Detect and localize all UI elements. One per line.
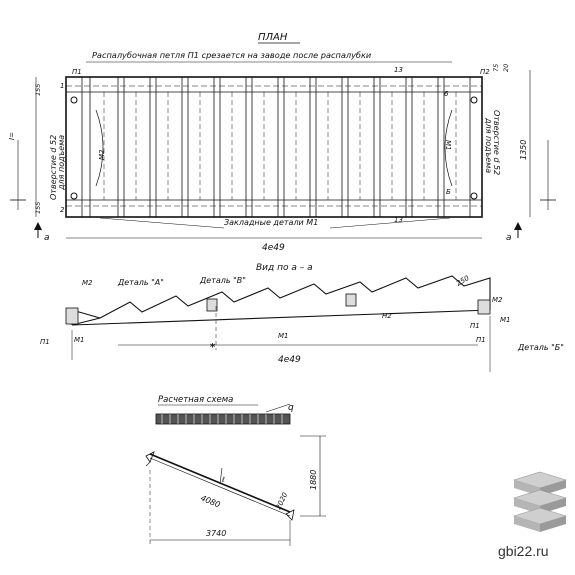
section-detail-b: Деталь "В" — [199, 276, 246, 285]
section-mark: М1 — [74, 336, 85, 344]
plan-slab-outline — [65, 76, 483, 218]
calc-height: 1880 — [309, 470, 318, 490]
lifting-hole-icon — [470, 192, 478, 200]
calc-span-horizontal: 3740 — [206, 529, 226, 538]
plan-mark: Б — [446, 188, 451, 196]
plan-bottom-note: Закладные детали М1 — [224, 218, 318, 227]
lifting-hole-icon — [470, 96, 478, 104]
plan-mark: 75 — [492, 64, 500, 72]
section-mark: М2 — [492, 296, 503, 304]
plan-right-note-1: Отверстие d 52 — [492, 110, 501, 175]
plan-right-note-2: для подъема — [484, 117, 493, 173]
plan-mark: 13 — [394, 66, 403, 74]
plan-height-label: 1350 — [519, 140, 528, 160]
plan-ribs — [81, 77, 471, 217]
plan-mark: 2 — [60, 206, 65, 214]
section-mark: М2 — [82, 279, 93, 287]
section-mark: П1 — [40, 338, 50, 346]
svg-text:ℓ: ℓ — [221, 476, 225, 484]
section-marker-left: а — [44, 233, 50, 243]
plan-mark: 155 — [34, 202, 42, 214]
plan-mark: П1 — [72, 68, 82, 76]
plan-mark: 1 — [60, 82, 64, 90]
plan-mark: 20 — [502, 64, 510, 72]
plan-mark: М1 — [444, 140, 452, 151]
gbi22-logo-icon — [512, 471, 568, 532]
plan-mark: 155 — [34, 84, 42, 96]
svg-text:I=: I= — [8, 132, 16, 140]
plan-top-note: Распалубочная петля П1 срезается на заво… — [92, 50, 372, 60]
calc-load-label: q — [288, 403, 294, 413]
plan-mark: М2 — [98, 149, 106, 160]
section-mark: М1 — [278, 332, 289, 340]
lifting-hole-icon — [70, 192, 78, 200]
watermark-text: gbi22.ru — [498, 543, 549, 559]
plan-mark-13-bottom: 13 — [394, 216, 403, 224]
calc-load-strip — [155, 413, 291, 425]
plan-width-label: 4e49 — [262, 243, 285, 253]
section-title: Вид по а – а — [256, 263, 313, 273]
calc-span-inclined: 4080 — [199, 494, 221, 510]
svg-text:2020: 2020 — [275, 491, 290, 511]
section-marker-right: а — [506, 233, 512, 243]
calc-title: Расчетная схема — [158, 395, 233, 405]
section-mark: Н2 — [382, 312, 392, 320]
section-detail-b2: Деталь "Б" — [517, 343, 564, 352]
section-mark: М1 — [500, 316, 511, 324]
plan-left-note-1: Отверстие d 52 — [49, 135, 58, 200]
lifting-hole-icon — [70, 96, 78, 104]
section-length-label: 4e49 — [278, 355, 301, 365]
svg-text:*: * — [210, 342, 216, 353]
section-detail-a: Деталь "А" — [117, 278, 164, 287]
plan-title: ПЛАН — [258, 32, 288, 43]
plan-mark: 6 — [444, 90, 449, 98]
section-mark: П1 — [470, 322, 480, 330]
section-mark: П1 — [476, 336, 486, 344]
plan-mark: П2 — [480, 68, 490, 76]
plan-left-note-2: для подъема — [57, 135, 66, 191]
